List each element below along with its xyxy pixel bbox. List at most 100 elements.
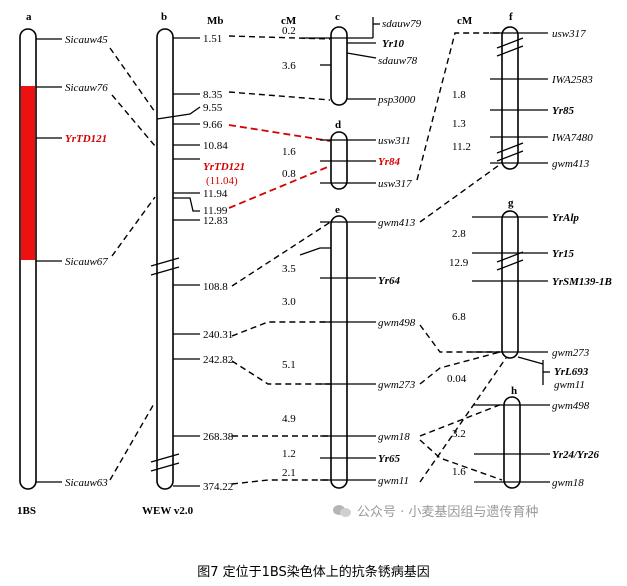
pos-b-242-82: 242.82 [203, 354, 233, 366]
wechat-icon [333, 504, 351, 518]
dist-h-1-6: 1.6 [452, 466, 466, 478]
gene-yr10: Yr10 [382, 38, 405, 50]
dist-e-4-9: 4.9 [282, 413, 296, 425]
marker-gwm413-f: gwm413 [552, 158, 590, 170]
b-to-d-red-connectors [228, 124, 331, 209]
pos-b-9-66: 9.66 [203, 119, 223, 131]
dist-d-0-8: 0.8 [282, 168, 296, 180]
a-to-b-connectors [109, 47, 156, 481]
chromosome-e [330, 215, 348, 489]
chromosome-g [496, 210, 524, 359]
chromosome-h-ticks [474, 404, 550, 483]
dist-e-3-5: 3.5 [282, 263, 296, 275]
dist-e-3-0: 3.0 [282, 296, 296, 308]
dist-g-2-8: 2.8 [452, 228, 466, 240]
yrtd121-highlight-region [21, 86, 35, 260]
chromosome-c-ticks [302, 17, 380, 100]
marker-sicauw76: Sicauw76 [65, 82, 108, 94]
chromosome-b-ticks [156, 37, 201, 487]
pos-b-108-8: 108.8 [203, 281, 228, 293]
marker-usw317-d: usw317 [378, 178, 412, 190]
chromosome-f [496, 26, 524, 170]
chromosome-a [19, 28, 37, 490]
marker-gwm11-e: gwm11 [378, 475, 409, 487]
marker-gwm18-e: gwm18 [378, 431, 410, 443]
chromosome-h [503, 396, 521, 489]
dist-f-11-2: 11.2 [452, 141, 471, 153]
dist-c-3-6: 3.6 [282, 60, 296, 72]
pos-b-10-84: 10.84 [203, 140, 228, 152]
panel-c-letter: c [335, 11, 340, 23]
dist-d-1-6: 1.6 [282, 146, 296, 158]
marker-gwm273-e: gwm273 [378, 379, 416, 391]
dist-f-1-8: 1.8 [452, 89, 466, 101]
marker-gwm273-g: gwm273 [552, 347, 590, 359]
dist-e-1-2: 1.2 [282, 448, 296, 460]
dist-g-0-04: 0.04 [447, 373, 467, 385]
gene-yr15: Yr15 [552, 248, 575, 260]
gene-yrl693: YrL693 [554, 366, 589, 378]
chromosome-c [330, 26, 348, 106]
pos-b-yrtd121-value: (11.04) [206, 175, 238, 187]
panel-h-letter: h [511, 385, 517, 397]
dist-c-0-2: 0.2 [282, 25, 296, 37]
watermark-text: 公众号 · 小麦基因组与遗传育种 [357, 505, 539, 520]
dist-h-3-2: 3.2 [452, 428, 466, 440]
panel-a-bottom-label: 1BS [17, 505, 36, 517]
panel-b-unit: Mb [207, 15, 224, 27]
gene-yr84: Yr84 [378, 156, 401, 168]
pos-b-374-22: 374.22 [203, 481, 233, 493]
marker-iwa7480: IWA7480 [551, 132, 593, 144]
panel-f-unit: cM [457, 15, 473, 27]
watermark: 公众号 · 小麦基因组与遗传育种 [333, 501, 538, 520]
panel-f-letter: f [509, 11, 513, 23]
marker-sicauw63: Sicauw63 [65, 477, 108, 489]
dist-e-5-1: 5.1 [282, 359, 296, 371]
dist-g-6-8: 6.8 [452, 311, 466, 323]
pos-b-8-35: 8.35 [203, 89, 223, 101]
marker-gwm413-e: gwm413 [378, 217, 416, 229]
chromosome-d-ticks [320, 139, 376, 184]
figure-caption: 图7 定位于1BS染色体上的抗条锈病基因 [197, 565, 430, 580]
marker-gwm11-g: gwm11 [554, 379, 585, 391]
pos-b-240-31: 240.31 [203, 329, 233, 341]
gene-yr64: Yr64 [378, 275, 401, 287]
pos-b-1-51: 1.51 [203, 33, 222, 45]
marker-gwm498-h: gwm498 [552, 400, 590, 412]
gene-yr65: Yr65 [378, 453, 401, 465]
panel-a-letter: a [26, 11, 32, 23]
gene-yralp: YrAlp [552, 212, 579, 224]
dist-f-1-3: 1.3 [452, 118, 466, 130]
gene-yrtd121-b: YrTD121 [203, 161, 245, 173]
pos-b-268-38: 268.38 [203, 431, 234, 443]
panel-b-letter: b [161, 11, 167, 23]
gene-yr85: Yr85 [552, 105, 575, 117]
marker-psp3000: psp3000 [377, 94, 416, 106]
marker-usw311: usw311 [378, 135, 411, 147]
dist-g-12-9: 12.9 [449, 257, 469, 269]
gene-yrsm139-1b: YrSM139-1B [552, 276, 612, 288]
marker-sdauw79: sdauw79 [382, 18, 422, 30]
panel-c-unit: cM [281, 15, 297, 27]
pos-b-11-99: 11.99 [203, 205, 228, 217]
chromosome-b [150, 28, 180, 490]
e-to-f-connectors [416, 32, 503, 223]
pos-b-9-55: 9.55 [203, 102, 223, 114]
marker-sicauw67: Sicauw67 [65, 256, 108, 268]
b-to-e-connectors [228, 35, 333, 485]
panel-g-letter: g [508, 197, 514, 209]
panel-e-letter: e [335, 204, 340, 216]
chromosome-f-ticks [490, 32, 548, 164]
marker-gwm18-h: gwm18 [552, 477, 584, 489]
marker-sicauw45: Sicauw45 [65, 34, 108, 46]
marker-gwm498-e: gwm498 [378, 317, 416, 329]
gene-yrtd121-a: YrTD121 [65, 133, 107, 145]
panel-b-bottom-label: WEW v2.0 [142, 505, 194, 517]
chromosome-g-ticks [472, 216, 550, 385]
gene-yr24-yr26: Yr24/Yr26 [552, 449, 600, 461]
marker-sdauw78: sdauw78 [378, 55, 418, 67]
marker-usw317-f: usw317 [552, 28, 586, 40]
marker-iwa2583: IWA2583 [551, 74, 593, 86]
pos-b-11-94: 11.94 [203, 188, 228, 200]
